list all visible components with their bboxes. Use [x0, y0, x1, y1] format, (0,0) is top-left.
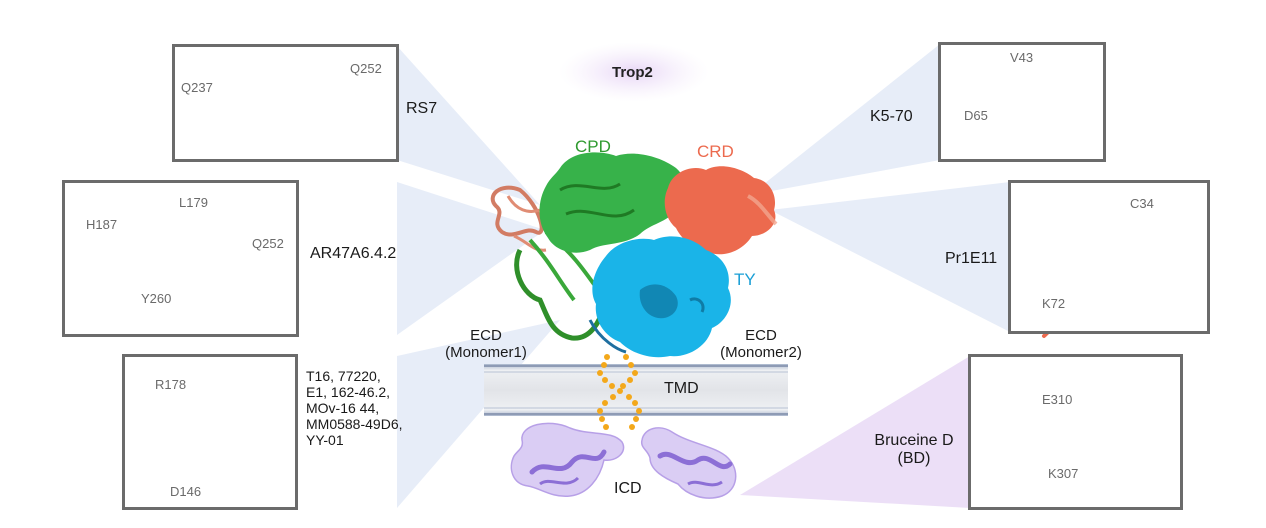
ray-ar47	[397, 182, 545, 335]
ray-k570	[750, 44, 940, 195]
ray-pr1e11	[770, 182, 1010, 332]
ray-rs7	[397, 46, 540, 205]
panel-ar47	[62, 180, 299, 337]
label-ecd1-line1: ECD	[470, 327, 502, 344]
label-tmd: TMD	[664, 380, 699, 397]
label-bd-line1: Bruceine D	[874, 432, 954, 449]
label-crd: CRD	[697, 142, 734, 161]
residue-h187: H187	[86, 217, 118, 232]
title-glow	[559, 42, 709, 102]
label-t16-line4: MM0588-49D6,	[306, 416, 403, 432]
diagram-title: Trop2	[612, 64, 653, 81]
ray-bd	[740, 356, 970, 508]
label-ecd-monomer2: ECD (Monomer2)	[706, 327, 816, 361]
icd-right	[640, 427, 737, 499]
residue-l179: L179	[179, 195, 208, 210]
residue-d146: D146	[170, 484, 202, 499]
label-bd-line2: (BD)	[897, 450, 931, 467]
residue-q252-rs7: Q252	[350, 61, 382, 76]
label-rs7: RS7	[406, 100, 438, 117]
projection-rays	[397, 44, 1010, 508]
panel-rs7	[172, 44, 399, 162]
cell-membrane	[484, 364, 788, 416]
residue-e310: E310	[1042, 392, 1073, 407]
panel-bd	[968, 354, 1183, 510]
label-icd: ICD	[614, 480, 642, 497]
label-t16-line5: YY-01	[306, 432, 344, 448]
panel-k570	[938, 42, 1106, 162]
residue-c34: C34	[1130, 196, 1154, 211]
icd-left	[510, 422, 625, 497]
label-k570: K5-70	[870, 108, 913, 125]
panel-pr1e11	[1008, 180, 1210, 334]
residue-q237: Q237	[181, 80, 213, 95]
label-bd-group: Bruceine D (BD)	[862, 432, 966, 468]
residue-d65: D65	[964, 108, 988, 123]
label-t16-line1: T16, 77220,	[306, 368, 381, 384]
residue-k72: K72	[1042, 296, 1066, 311]
residue-k307: K307	[1048, 466, 1079, 481]
label-ty: TY	[734, 270, 756, 289]
label-cpd: CPD	[575, 137, 611, 156]
label-t16-line2: E1, 162-46.2,	[306, 384, 391, 400]
label-t16-group: T16, 77220, E1, 162-46.2, MOv-16 44, MM0…	[306, 368, 403, 448]
residue-y260: Y260	[141, 291, 172, 306]
tmd-helices	[597, 354, 642, 430]
residue-v43: V43	[1010, 50, 1034, 65]
label-ecd-monomer1: ECD (Monomer1)	[431, 327, 541, 361]
label-ecd2-line2: (Monomer2)	[720, 344, 802, 361]
label-t16-line3: MOv-16 44,	[306, 400, 380, 416]
residue-q252-ar47: Q252	[252, 236, 284, 251]
label-ar47: AR47A6.4.2	[310, 245, 397, 262]
label-ecd2-line1: ECD	[745, 327, 777, 344]
trop2-ectodomain	[490, 152, 778, 358]
label-ecd1-line2: (Monomer1)	[445, 344, 527, 361]
label-pr1e11: Pr1E11	[945, 250, 998, 267]
panel-t16	[122, 354, 298, 510]
residue-r178: R178	[155, 377, 187, 392]
